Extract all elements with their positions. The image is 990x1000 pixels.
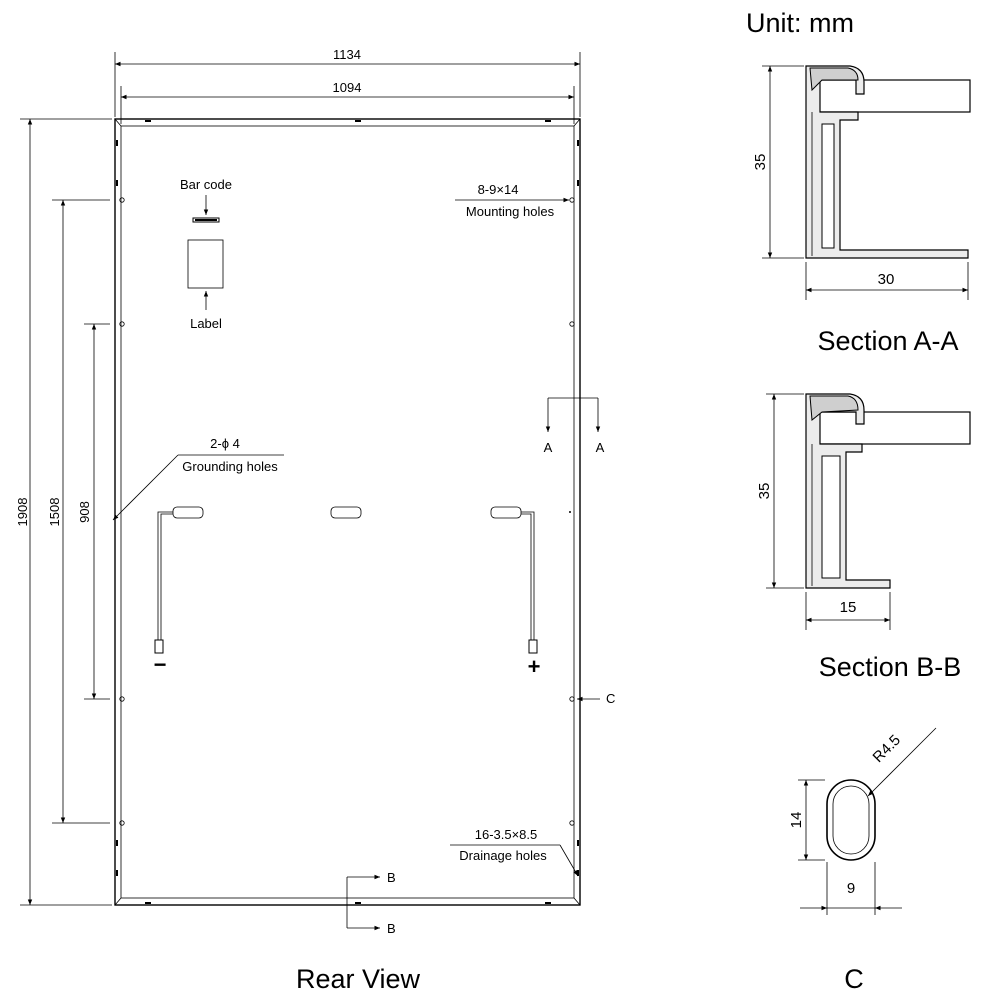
section-a-height-label: 35	[752, 154, 769, 171]
section-a-marker: A A	[544, 397, 605, 455]
detail-c-marker: C	[577, 691, 615, 706]
unit-label: Unit: mm	[746, 8, 854, 38]
section-b-width-label: 15	[840, 599, 857, 616]
grounding-count-text: 2-ϕ 4	[210, 436, 240, 451]
detail-c-title: C	[844, 964, 864, 994]
section-b-title: Section B-B	[819, 652, 962, 682]
module-frame-outer	[114, 118, 581, 906]
mounting-count-text: 8-9×14	[478, 182, 519, 197]
junction-boxes: − +	[154, 506, 541, 679]
section-a-laminate	[817, 79, 971, 113]
mounting-holes-callout: 8-9×14 Mounting holes	[455, 182, 569, 219]
detail-c-slot-outer	[826, 779, 876, 861]
section-a-a: 35 30 Section A-A	[752, 65, 971, 356]
dim-mount-span-outer: 1508	[47, 199, 110, 824]
section-b-laminate	[817, 411, 971, 445]
section-a-left-letter: A	[544, 440, 553, 455]
negative-terminal-sign: −	[154, 652, 167, 677]
label-text: Label	[190, 316, 222, 331]
dim-overall-height-label: 1908	[15, 498, 30, 527]
section-b-bottom-letter: B	[387, 921, 396, 936]
bar-code-text: Bar code	[180, 177, 232, 192]
drainage-holes-callout: 16-3.5×8.5 Drainage holes	[450, 827, 579, 877]
detail-c-slot-inner	[832, 785, 870, 855]
section-b-top-letter: B	[387, 870, 396, 885]
dim-inner-width: 1094	[120, 80, 575, 124]
dim-overall-height: 1908	[15, 118, 112, 906]
grounding-name-text: Grounding holes	[182, 459, 278, 474]
positive-terminal-sign: +	[528, 654, 541, 679]
drainage-slots	[116, 120, 579, 904]
mounting-name-text: Mounting holes	[466, 204, 555, 219]
section-a-frame-profile	[805, 65, 969, 259]
dim-mount-span-outer-label: 1508	[47, 498, 62, 527]
dim-overall-width-label: 1134	[333, 47, 361, 62]
section-a-title: Section A-A	[817, 326, 958, 356]
grounding-holes-callout: 2-ϕ 4 Grounding holes	[112, 436, 284, 521]
dim-overall-width: 1134	[114, 47, 581, 117]
section-b-height-label: 35	[756, 483, 773, 500]
rear-view-title: Rear View	[296, 964, 421, 994]
section-b-marker: B B	[346, 870, 396, 936]
section-a-width-label: 30	[878, 271, 895, 288]
dim-mount-span-inner: 908	[77, 323, 110, 700]
detail-c-letter: C	[606, 691, 615, 706]
bar-code-callout: Bar code	[180, 177, 232, 223]
detail-c-width-label: 9	[847, 880, 855, 897]
module-frame-inner	[120, 125, 575, 899]
drainage-name-text: Drainage holes	[459, 848, 547, 863]
detail-c-radius-label: R4.5	[870, 732, 904, 766]
dim-inner-width-label: 1094	[333, 80, 362, 95]
rear-view: 1134 1094 1908 1508 908	[15, 47, 615, 994]
section-b-b: 35 15 Section B-B	[756, 393, 971, 682]
section-a-right-letter: A	[596, 440, 605, 455]
label-sticker	[187, 239, 224, 289]
detail-c-height-label: 14	[788, 812, 805, 829]
label-callout: Label	[187, 239, 224, 331]
detail-c: R4.5 14 9 C	[788, 727, 937, 994]
dim-mount-span-inner-label: 908	[77, 501, 92, 523]
mounting-holes	[119, 197, 575, 826]
drainage-count-text: 16-3.5×8.5	[475, 827, 538, 842]
